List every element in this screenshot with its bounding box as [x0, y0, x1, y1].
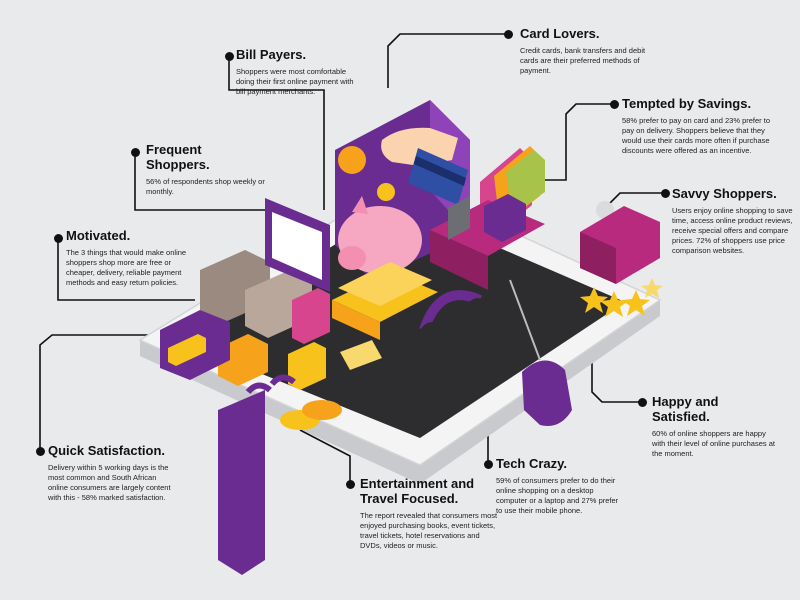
callout-tech: Tech Crazy. 59% of consumers prefer to d…	[496, 456, 626, 516]
callout-savvy: Savvy Shoppers. Users enjoy online shopp…	[672, 186, 796, 256]
line-motivated	[57, 238, 195, 301]
line-tempted	[542, 103, 614, 181]
sunglasses-icon	[245, 374, 296, 395]
line-card-lovers	[387, 33, 508, 88]
callout-text: 58% prefer to pay on card and 23% prefer…	[622, 116, 771, 155]
callout-title: Motivated.	[66, 228, 131, 243]
monitor-icon	[448, 196, 470, 240]
callout-tempted: Tempted by Savings. 58% prefer to pay on…	[622, 96, 770, 156]
dot-bill-payers	[225, 52, 234, 61]
callout-title: Savvy Shoppers.	[672, 186, 777, 201]
line-entertainment	[299, 429, 351, 484]
line-bill-payers	[228, 58, 325, 210]
dot-quick	[36, 447, 45, 456]
dot-happy	[638, 398, 647, 407]
suitcase-orange-icon	[288, 342, 326, 390]
callout-text: 56% of respondents shop weekly or monthl…	[146, 177, 265, 196]
callout-entertainment: Entertainment and Travel Focused. The re…	[360, 476, 500, 551]
callout-bill-payers: Bill Payers. Shoppers were most comforta…	[236, 47, 361, 97]
line-frequent	[134, 152, 278, 211]
dot-entertainment	[346, 480, 355, 489]
callout-text: The 3 things that would make online shop…	[66, 248, 187, 287]
bag-tag-icon	[338, 146, 366, 174]
callout-text: Delivery within 5 working days is the mo…	[48, 463, 171, 502]
callout-title: Entertainment and Travel Focused.	[360, 476, 475, 506]
callout-title: Happy and Satisfied.	[652, 394, 719, 424]
callout-title: Bill Payers.	[236, 47, 307, 62]
dot-tech	[484, 460, 493, 469]
callout-frequent: Frequent Shoppers. 56% of respondents sh…	[146, 142, 266, 197]
dot-tempted	[610, 100, 619, 109]
callout-text: Users enjoy online shopping to save time…	[672, 206, 793, 255]
phone-side	[140, 300, 660, 484]
callout-text: Shoppers were most comfortable doing the…	[236, 67, 354, 96]
callout-motivated: Motivated. The 3 things that would make …	[66, 228, 196, 288]
callout-text: 59% of consumers prefer to do their onli…	[496, 476, 619, 515]
dot-frequent	[131, 148, 140, 157]
headphones-icon	[419, 290, 483, 332]
line-quick	[39, 334, 180, 451]
dot-savvy	[661, 189, 670, 198]
computer-mouse-icon	[522, 360, 572, 426]
callout-title: Frequent Shoppers.	[146, 142, 210, 172]
rating-stars	[580, 278, 663, 317]
coin-icon	[377, 183, 395, 201]
callout-title: Quick Satisfaction.	[48, 443, 166, 458]
hand-icon	[381, 127, 458, 166]
callout-card-lovers: Card Lovers. Credit cards, bank transfer…	[520, 26, 650, 76]
towel	[218, 390, 265, 575]
event-ticket-icon	[340, 340, 382, 370]
dot-motivated	[54, 234, 63, 243]
gift-box-icon	[218, 334, 268, 386]
callout-title: Card Lovers.	[520, 26, 600, 41]
suitcase-purple-icon	[292, 288, 330, 344]
callout-text: Credit cards, bank transfers and debit c…	[520, 46, 646, 75]
callout-title: Tempted by Savings.	[622, 96, 752, 111]
chair-icon	[484, 194, 526, 242]
callout-text: 60% of online shoppers are happy with th…	[652, 429, 775, 458]
dot-card-lovers	[504, 30, 513, 39]
phone-button	[596, 201, 614, 219]
callout-happy: Happy and Satisfied. 60% of online shopp…	[652, 394, 777, 459]
callout-title: Tech Crazy.	[496, 456, 568, 471]
callout-quick: Quick Satisfaction. Delivery within 5 wo…	[48, 443, 173, 503]
callout-text: The report revealed that consumers most …	[360, 511, 498, 550]
